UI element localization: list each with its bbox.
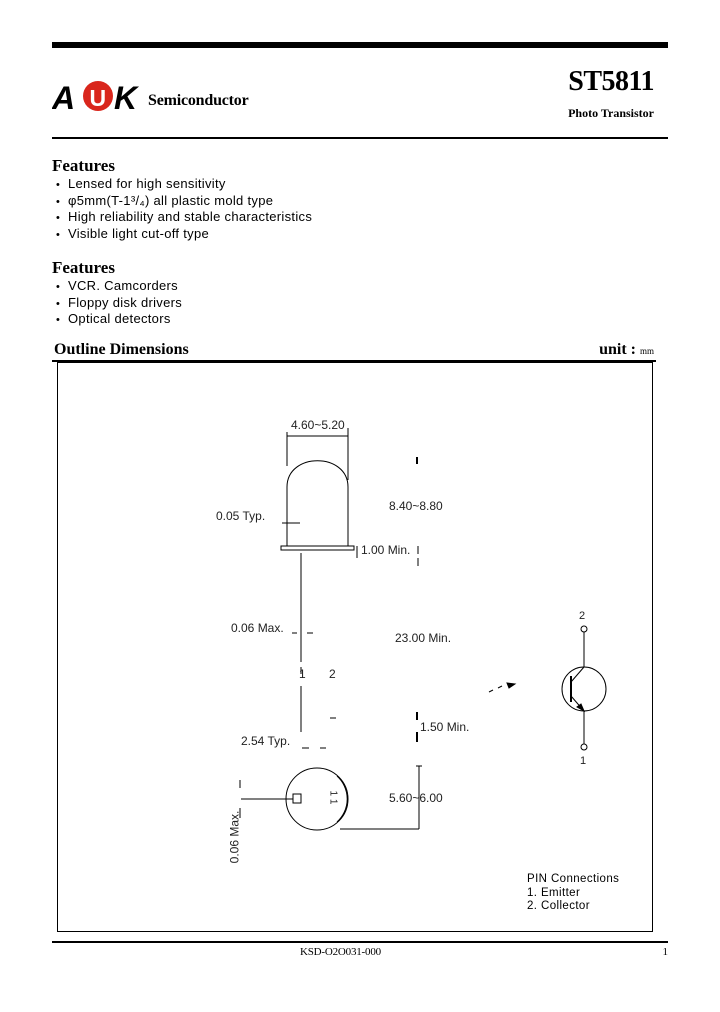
unit-value: mm bbox=[639, 346, 654, 356]
symbol-pin-1: 1 bbox=[580, 755, 587, 767]
outline-drawing bbox=[239, 428, 607, 831]
page-number: 1 bbox=[662, 946, 669, 958]
feature-item: φ5mm(T-1³/₄) all plastic mold type bbox=[56, 193, 312, 210]
brand-word: Semiconductor bbox=[148, 92, 249, 109]
flange bbox=[280, 545, 355, 551]
header-rule bbox=[52, 137, 668, 139]
logo-letter-k: K bbox=[114, 80, 140, 114]
pin-item: 2. Collector bbox=[527, 900, 590, 912]
unit-indicator: unit :mm bbox=[599, 341, 654, 359]
logo-letter-a: A bbox=[52, 80, 75, 114]
dim-lens-height: 8.40~8.80 bbox=[389, 499, 443, 513]
outline-rule bbox=[52, 360, 656, 362]
dim-body-diameter: 5.60~6.00 bbox=[389, 791, 443, 805]
drawing-frame bbox=[57, 362, 653, 932]
top-rule bbox=[52, 42, 668, 48]
feature-item: Lensed for high sensitivity bbox=[56, 176, 312, 193]
lead-break-mark-2: 2 bbox=[329, 667, 336, 681]
lead-break-mark-1: 1 bbox=[299, 667, 306, 681]
application-item: VCR. Camcorders bbox=[56, 278, 182, 295]
pin-connections-title: PIN Connections bbox=[527, 873, 620, 885]
transistor-symbol bbox=[561, 625, 607, 751]
logo-letter-u: U bbox=[90, 85, 107, 111]
dim-lead-pitch: 2.54 Typ. bbox=[241, 734, 291, 748]
pin-connections: PIN Connections 1. Emitter 2. Collector bbox=[527, 873, 619, 914]
features-heading: Features bbox=[52, 156, 115, 175]
footer-rule bbox=[52, 941, 668, 943]
symbol-pin-2: 2 bbox=[579, 610, 586, 622]
device-type: Photo Transistor bbox=[568, 106, 654, 120]
features-list: Lensed for high sensitivity φ5mm(T-1³/₄)… bbox=[56, 176, 312, 242]
dim-lead-max-vertical: 0.06 Max. bbox=[227, 810, 242, 864]
applications-heading: Features bbox=[52, 258, 115, 277]
feature-item: Visible light cut-off type bbox=[56, 226, 312, 243]
logo-circle bbox=[83, 81, 113, 111]
pin-item: 1. Emitter bbox=[527, 886, 581, 899]
bottom-view-label: 1 1 bbox=[327, 790, 339, 805]
application-item: Optical detectors bbox=[56, 311, 182, 328]
dim-flange: 1.00 Min. bbox=[361, 543, 411, 557]
outline-heading: Outline Dimensions bbox=[54, 341, 189, 358]
application-item: Floppy disk drivers bbox=[56, 295, 182, 312]
dim-lead-width: 0.06 Max. bbox=[231, 621, 284, 635]
dim-lead-bend: 1.50 Min. bbox=[420, 720, 470, 734]
part-number: ST5811 bbox=[568, 66, 654, 97]
feature-item: High reliability and stable characterist… bbox=[56, 209, 312, 226]
unit-label: unit : bbox=[599, 341, 636, 358]
auk-logo: A U K bbox=[52, 80, 140, 114]
dim-lens-offset: 0.05 Typ. bbox=[216, 509, 266, 523]
dim-lead-length: 23.00 Min. bbox=[395, 631, 452, 645]
dim-lens-width: 4.60~5.20 bbox=[291, 418, 345, 432]
lead-square bbox=[292, 793, 302, 804]
lens-body bbox=[286, 460, 349, 546]
applications-list: VCR. Camcorders Floppy disk drivers Opti… bbox=[56, 278, 182, 328]
footer-doc-code: KSD-O2O031-000 bbox=[300, 946, 381, 958]
